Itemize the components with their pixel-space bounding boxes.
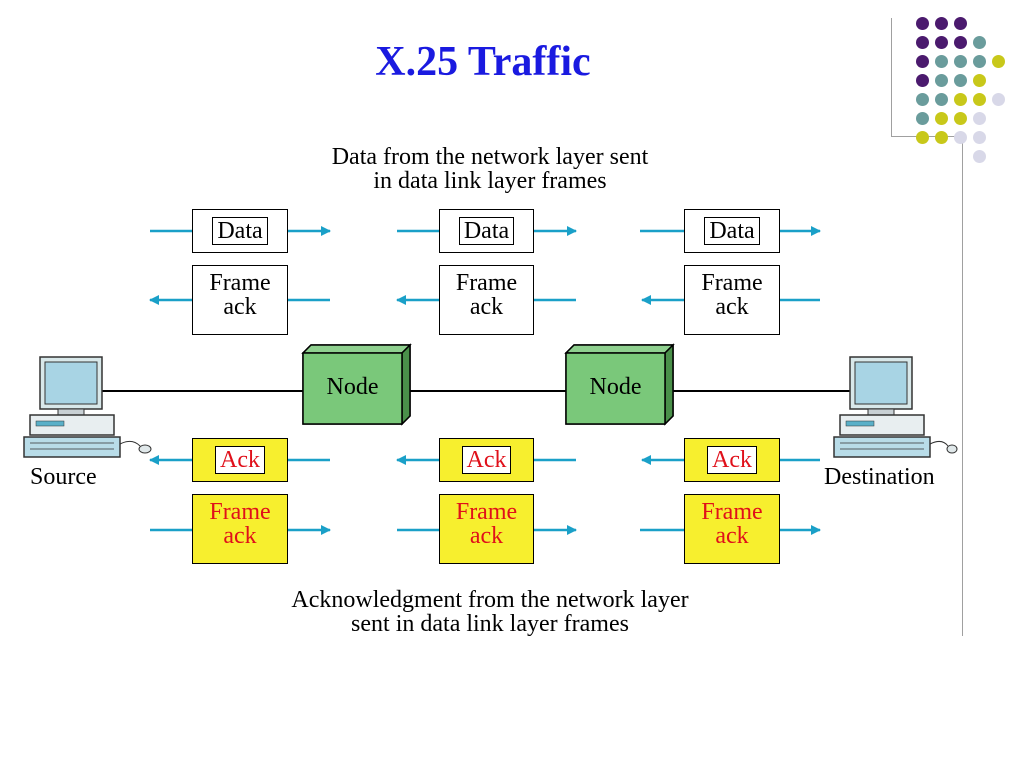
decor-dot	[954, 36, 967, 49]
top-caption-line: Data from the network layer sent	[331, 144, 649, 170]
ack-frame-box: Ack	[439, 438, 534, 482]
decor-dot	[992, 93, 1005, 106]
bottom-caption-line: sent in data link layer frames	[351, 611, 629, 637]
decor-dot	[916, 36, 929, 49]
decor-dot	[916, 55, 929, 68]
decor-dot	[973, 36, 986, 49]
decor-dot	[935, 55, 948, 68]
frame-ack-box: Frame ack	[192, 265, 288, 335]
ack-label: ack	[223, 294, 257, 320]
decor-dot	[973, 150, 986, 163]
frame-label: Frame	[209, 499, 271, 525]
top-caption: Data from the network layer sent in data…	[240, 145, 740, 193]
data-frame-box: Data	[439, 209, 534, 253]
decor-dot	[954, 93, 967, 106]
yellow-frame-ack-box: Frame ack	[684, 494, 780, 564]
node-2-label: Node	[589, 374, 642, 400]
data-label: Data	[458, 217, 515, 245]
decor-dot	[916, 93, 929, 106]
decor-dot	[992, 55, 1005, 68]
theme-divider-line	[891, 18, 892, 136]
ack-label: ack	[469, 523, 504, 549]
frame-label: Frame	[701, 499, 763, 525]
decor-dot	[935, 93, 948, 106]
node-1-shape	[301, 343, 412, 426]
node-1-label: Node	[326, 374, 379, 400]
decor-dot	[916, 17, 929, 30]
decor-dot	[954, 17, 967, 30]
source-label: Source	[30, 464, 97, 490]
data-frame-box: Data	[684, 209, 780, 253]
frame-label: Frame	[455, 499, 518, 525]
decor-dot	[935, 36, 948, 49]
decor-dot	[973, 93, 986, 106]
frame-label: Frame	[209, 270, 271, 296]
top-caption-line: in data link layer frames	[373, 168, 607, 194]
ack-label: ack	[715, 294, 749, 320]
theme-divider-line-long	[962, 138, 963, 636]
decorative-dot-grid	[900, 10, 1024, 170]
decor-dot	[954, 55, 967, 68]
ack-box-label: Ack	[461, 446, 512, 474]
frame-ack-box: Frame ack	[439, 265, 534, 335]
decor-dot	[954, 74, 967, 87]
destination-label: Destination	[824, 464, 935, 490]
frame-ack-box: Frame ack	[684, 265, 780, 335]
decor-dot	[935, 131, 948, 144]
source-computer-icon	[23, 356, 152, 458]
decor-dot	[935, 112, 948, 125]
data-label: Data	[704, 217, 760, 245]
decor-dot	[935, 17, 948, 30]
decor-dot	[935, 74, 948, 87]
decor-dot	[973, 55, 986, 68]
slide-title: X.25 Traffic	[375, 39, 591, 85]
ack-label: ack	[223, 523, 257, 549]
data-label: Data	[212, 217, 268, 245]
ack-box-label: Ack	[707, 446, 757, 474]
bottom-caption-line: Acknowledgment from the network layer	[291, 587, 689, 613]
decor-dot	[916, 131, 929, 144]
ack-label: ack	[469, 294, 504, 320]
decor-dot	[973, 131, 986, 144]
yellow-frame-ack-box: Frame ack	[439, 494, 534, 564]
frame-label: Frame	[701, 270, 763, 296]
decor-dot	[954, 112, 967, 125]
data-frame-box: Data	[192, 209, 288, 253]
ack-frame-box: Ack	[192, 438, 288, 482]
bottom-caption: Acknowledgment from the network layer se…	[215, 588, 765, 636]
decor-dot	[916, 74, 929, 87]
decor-dot	[973, 112, 986, 125]
ack-label: ack	[715, 523, 749, 549]
ack-box-label: Ack	[215, 446, 265, 474]
frame-label: Frame	[455, 270, 518, 296]
yellow-frame-ack-box: Frame ack	[192, 494, 288, 564]
decor-dot	[916, 112, 929, 125]
decor-dot	[973, 74, 986, 87]
decor-dot	[954, 131, 967, 144]
node-2-shape	[564, 343, 675, 426]
ack-frame-box: Ack	[684, 438, 780, 482]
destination-computer-icon	[833, 356, 958, 458]
